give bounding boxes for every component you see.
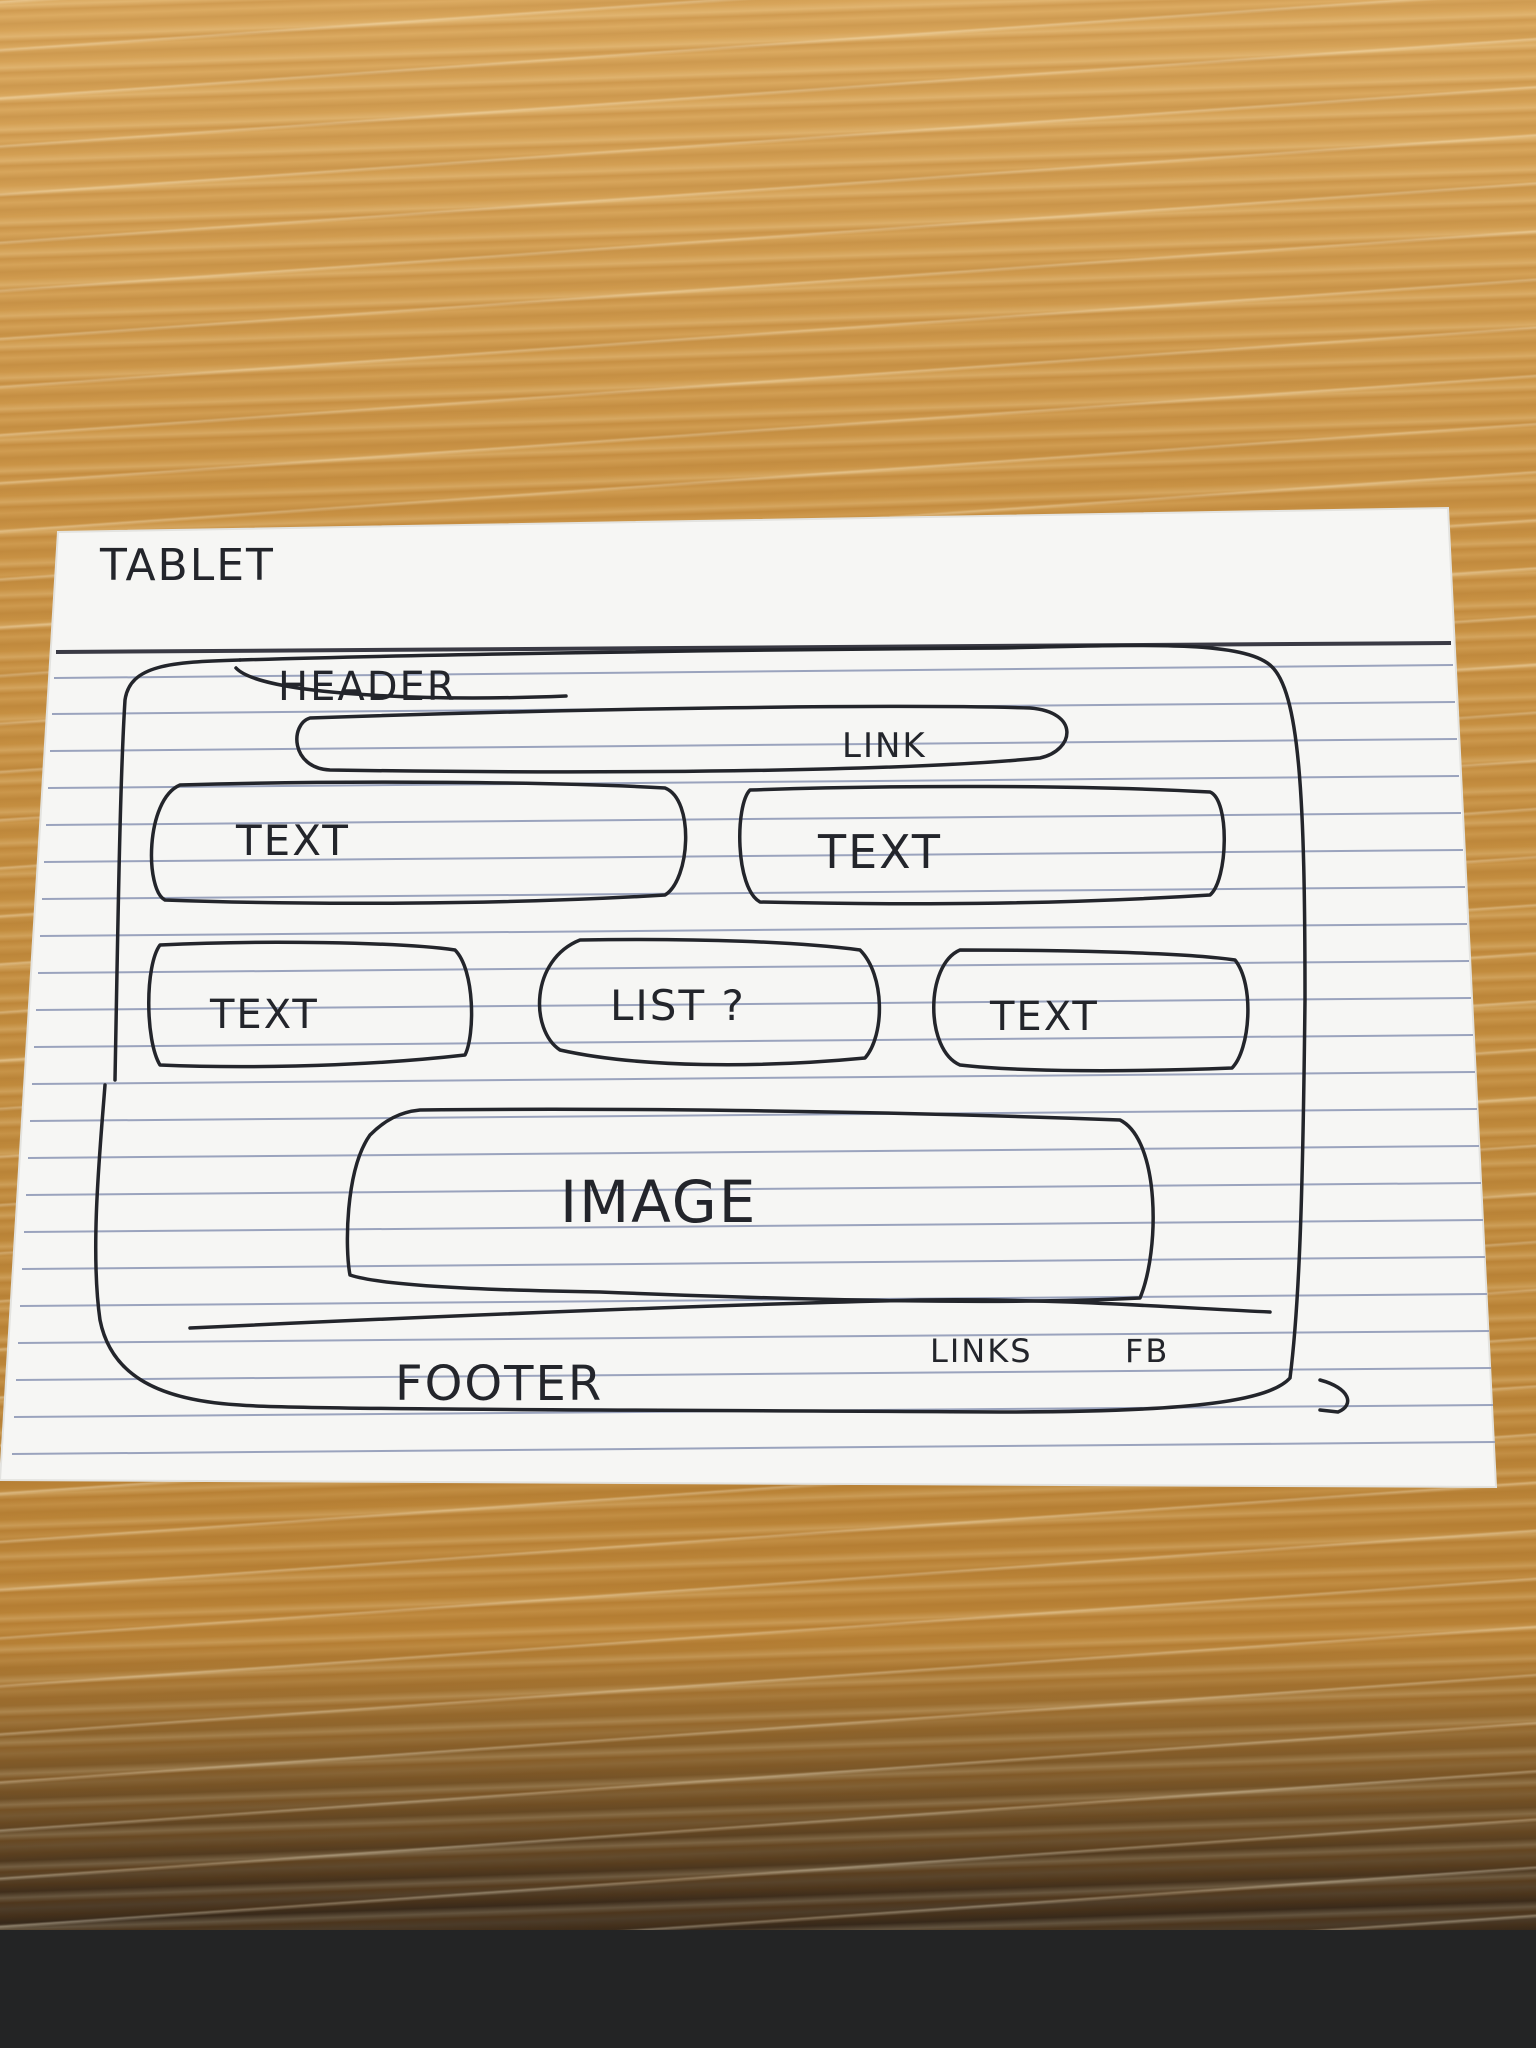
link-pill [295,704,1069,774]
floor-strip [0,1930,1536,2048]
footer-fb-label: FB [1125,1332,1169,1370]
row1-text-2-label: TEXT [817,825,942,879]
row1-box-1 [149,780,688,906]
row1-text-1-label: TEXT [235,816,350,865]
row2-box-3 [932,948,1250,1073]
ruled-lines [11,664,1496,1455]
header-label: HEADER [278,664,457,710]
footer-divider [188,1297,1272,1330]
card-header-rule [55,641,1452,654]
footer-links-label: LINKS [930,1332,1033,1370]
row2-text-3-label: TEXT [989,994,1099,1040]
image-label: IMAGE [560,1168,757,1236]
link-label: LINK [842,726,927,766]
row2-box-1 [147,940,474,1069]
footer-label: FOOTER [395,1356,603,1412]
row2-box-2 [537,937,882,1067]
wireframe-outline [93,643,1350,1414]
device-frame-left [113,658,242,1082]
row2-text-1-label: TEXT [209,992,319,1038]
header-bar [234,666,568,700]
row1-box-2 [738,784,1226,906]
index-card [0,506,1498,1489]
card-title: TABLET [99,540,275,591]
device-frame [93,643,1307,1414]
row2-list-label: LIST ? [610,981,746,1030]
device-frame-corner [1318,1378,1350,1414]
